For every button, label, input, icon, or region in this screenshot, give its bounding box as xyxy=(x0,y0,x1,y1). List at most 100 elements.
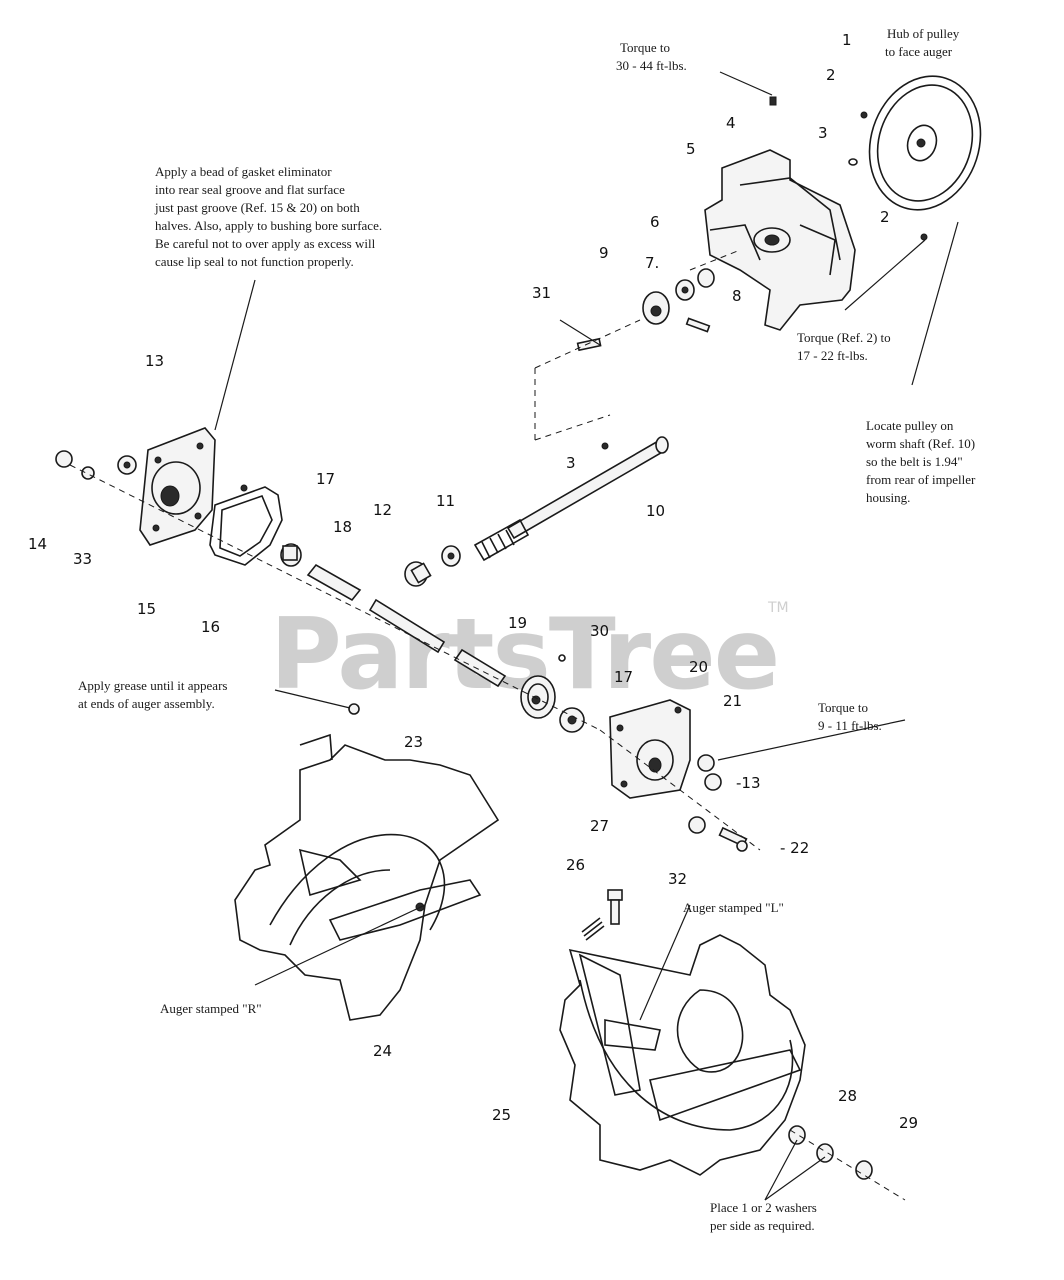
part-21-nut xyxy=(697,754,715,772)
note-torque-gearbox: Torque to 9 - 11 ft-lbs. xyxy=(818,700,882,733)
callout-15: 15 xyxy=(137,600,156,618)
callout-3: 3 xyxy=(818,124,828,142)
callout-17: 17 xyxy=(316,470,335,488)
svg-text:Apply grease until it appears: Apply grease until it appears xyxy=(78,678,227,693)
callout-12: 12 xyxy=(373,501,392,519)
svg-text:at ends of auger assembly.: at ends of auger assembly. xyxy=(78,696,215,711)
note-washers: Place 1 or 2 washers per side as require… xyxy=(710,1200,817,1233)
callout-30: 30 xyxy=(590,622,609,640)
svg-text:Hub of pulley: Hub of pulley xyxy=(887,26,960,41)
svg-text:Torque (Ref. 2) to: Torque (Ref. 2) to xyxy=(797,330,891,345)
part-5-housing xyxy=(704,149,856,331)
callout-20: 20 xyxy=(689,658,708,676)
part-31-pin xyxy=(576,337,602,352)
svg-text:cause lip seal to not function: cause lip seal to not function properly. xyxy=(155,254,354,269)
part-15-gear-case-half xyxy=(139,427,216,546)
callout-28: 28 xyxy=(838,1087,857,1105)
note-torque-top: Torque to 30 - 44 ft-lbs. xyxy=(616,40,687,73)
svg-text:worm shaft (Ref. 10): worm shaft (Ref. 10) xyxy=(866,436,975,451)
part-25-auger-L xyxy=(559,934,806,1176)
part-33-lockwasher xyxy=(81,466,95,480)
callout-8: 8 xyxy=(732,287,742,305)
callout-23: 23 xyxy=(404,733,423,751)
callout-5: 5 xyxy=(686,140,696,158)
callout-24: 24 xyxy=(373,1042,392,1060)
callout-numbers: 1 2 2 3 3 4 5 6 7. 8 9 10 11 12 13 -13 1… xyxy=(28,31,918,1132)
svg-text:so the belt is 1.94": so the belt is 1.94" xyxy=(866,454,963,469)
callout-22: - 22 xyxy=(780,839,809,857)
part-32-washer xyxy=(688,816,706,834)
svg-text:Be careful not to over apply a: Be careful not to over apply as excess w… xyxy=(155,236,376,251)
part-3-washer-top xyxy=(848,158,858,166)
note-grease: Apply grease until it appears at ends of… xyxy=(78,678,227,711)
part-2-nut-top xyxy=(860,111,868,119)
svg-text:into rear seal groove and flat: into rear seal groove and flat surface xyxy=(155,182,345,197)
callout-7: 7. xyxy=(645,254,659,272)
callout-29: 29 xyxy=(899,1114,918,1132)
part-6-bearing xyxy=(697,268,715,288)
note-gasket: Apply a bead of gasket eliminator into r… xyxy=(154,164,382,269)
callout-11: 11 xyxy=(436,492,455,510)
part-28-washer-a xyxy=(788,1125,806,1145)
assembly-lines xyxy=(69,249,906,1201)
callout-32: 32 xyxy=(668,870,687,888)
svg-text:just past groove (Ref. 15 & 20: just past groove (Ref. 15 & 20) on both xyxy=(154,200,360,215)
svg-text:to face auger: to face auger xyxy=(885,44,953,59)
svg-text:Locate pulley on: Locate pulley on xyxy=(866,418,954,433)
callout-2: 2 xyxy=(826,66,836,84)
part-8-pin xyxy=(685,317,711,333)
callout-18: 18 xyxy=(333,518,352,536)
note-auger-L: Auger stamped "L" xyxy=(683,900,784,915)
callout-2: 2 xyxy=(880,208,890,226)
svg-text:housing.: housing. xyxy=(866,490,910,505)
part-16-gasket xyxy=(209,484,283,566)
svg-text:17 - 22 ft-lbs.: 17 - 22 ft-lbs. xyxy=(797,348,868,363)
callout-33: 33 xyxy=(73,550,92,568)
note-pulley-hub: Hub of pulley to face auger xyxy=(885,26,960,59)
svg-text:per side as required.: per side as required. xyxy=(710,1218,815,1233)
callout-26: 26 xyxy=(566,856,585,874)
callout-13: -13 xyxy=(736,774,761,792)
svg-text:30 - 44 ft-lbs.: 30 - 44 ft-lbs. xyxy=(616,58,687,73)
note-auger-R: Auger stamped "R" xyxy=(160,1001,262,1016)
part-29-washer xyxy=(855,1160,873,1180)
part-14-nut xyxy=(55,450,73,468)
part-27-shear-bolt xyxy=(607,889,623,925)
leader-lines xyxy=(214,71,959,1201)
watermark-trademark: TM xyxy=(767,600,789,616)
callout-21: 21 xyxy=(723,692,742,710)
part-10-worm-shaft xyxy=(473,436,669,562)
note-torque-ref2: Torque (Ref. 2) to 17 - 22 ft-lbs. xyxy=(797,330,891,363)
callout-14: 14 xyxy=(28,535,47,553)
part-23-grease-fitting xyxy=(348,703,360,715)
part-18-shaft-end xyxy=(453,648,507,688)
part-18-tube xyxy=(306,563,362,602)
callout-17: 17 xyxy=(614,668,633,686)
part-26-spring xyxy=(581,917,605,941)
svg-text:halves. Also, apply to bushing: halves. Also, apply to bushing bore surf… xyxy=(155,218,382,233)
callout-3: 3 xyxy=(566,454,576,472)
part-20-gear-case-half xyxy=(609,699,691,799)
part-24-auger-R xyxy=(234,733,500,1021)
part-28-washer-b xyxy=(816,1143,834,1163)
callout-25: 25 xyxy=(492,1106,511,1124)
callout-9: 9 xyxy=(599,244,609,262)
part-22-bolt xyxy=(718,826,748,852)
part-17-bearing-left xyxy=(280,543,302,567)
svg-text:from rear of impeller: from rear of impeller xyxy=(866,472,976,487)
svg-text:9 - 11 ft-lbs.: 9 - 11 ft-lbs. xyxy=(818,718,882,733)
part-2-nut-right xyxy=(920,233,928,241)
svg-text:Apply a bead of gasket elimina: Apply a bead of gasket eliminator xyxy=(155,164,332,179)
svg-text:Place 1 or 2 washers: Place 1 or 2 washers xyxy=(710,1200,817,1215)
callout-4: 4 xyxy=(726,114,736,132)
svg-text:Torque to: Torque to xyxy=(818,700,868,715)
part-30-key xyxy=(558,654,566,662)
callout-6: 6 xyxy=(650,213,660,231)
callout-31: 31 xyxy=(532,284,551,302)
part-19-gear xyxy=(520,675,556,719)
part-1-pulley xyxy=(868,75,982,211)
part-4-bolt xyxy=(769,96,777,106)
callout-16: 16 xyxy=(201,618,220,636)
part-13-washer-right xyxy=(704,773,722,791)
